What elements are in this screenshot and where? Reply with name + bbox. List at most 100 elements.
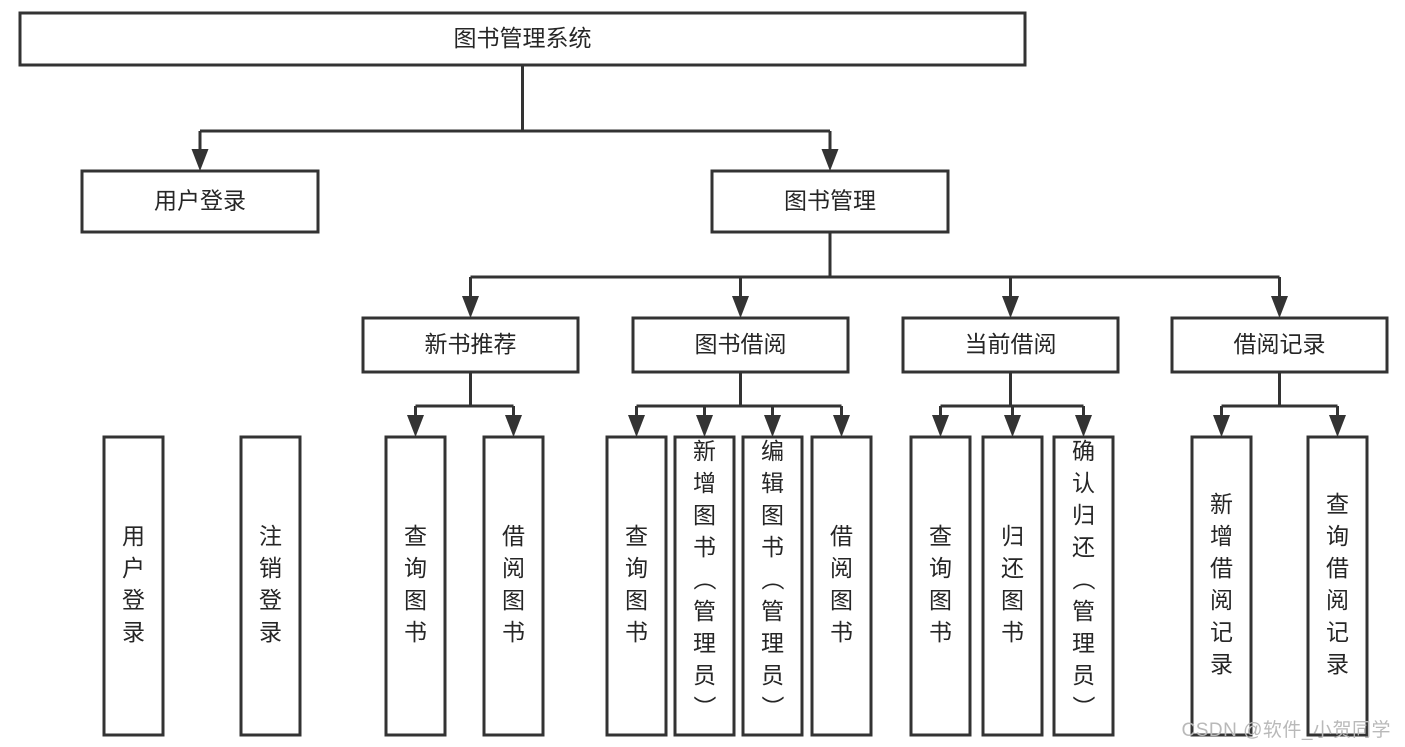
node-book-manage[interactable]: 图书管理 [710, 169, 950, 234]
node-label: 图书管理系统 [454, 25, 592, 51]
node-label: 图书管理 [784, 188, 876, 214]
node-label-char: ） [692, 696, 718, 719]
node-label-char: 借 [1210, 555, 1233, 581]
node-label-char: 书 [830, 619, 853, 645]
node-label-char: 询 [929, 555, 952, 581]
node-label-char: 记 [1210, 619, 1233, 645]
node-label-char: 员 [693, 662, 716, 688]
node-label-char: 询 [1326, 523, 1349, 549]
node-label-char: 确 [1072, 438, 1095, 464]
node-label-char: 阅 [502, 555, 525, 581]
node-label-char: 增 [693, 470, 716, 496]
node-label-char: 图 [830, 587, 853, 613]
node-label-char: （ [692, 568, 718, 591]
node-label-char: 图 [929, 587, 952, 613]
node-label-char: 增 [1210, 523, 1233, 549]
node-label-char: 书 [625, 619, 648, 645]
node-label-char: 登 [259, 587, 282, 613]
node-label-char: 归 [1072, 502, 1095, 528]
node-label-char: 查 [404, 523, 427, 549]
node-label-char: 录 [1326, 651, 1349, 677]
node-label-char: 图 [1001, 587, 1024, 613]
node-label-char: 书 [761, 534, 784, 560]
node-label-char: 户 [122, 555, 145, 581]
node-label-char: 图 [693, 502, 716, 528]
node-label: 图书借阅 [695, 331, 787, 357]
node-label-char: 还 [1001, 555, 1024, 581]
node-label-char: 图 [761, 502, 784, 528]
node-leaf-user-login[interactable]: 用户登录 [102, 435, 165, 737]
node-label-char: 用 [122, 523, 145, 549]
node-label-char: 员 [1072, 662, 1095, 688]
connector-borrow-record [1213, 372, 1346, 437]
node-label-char: 借 [1326, 555, 1349, 581]
node-label-char: 登 [122, 587, 145, 613]
node-label-char: 图 [404, 587, 427, 613]
node-user-login[interactable]: 用户登录 [80, 169, 320, 234]
node-label-char: 查 [929, 523, 952, 549]
node-label-char: （ [1071, 568, 1097, 591]
node-label-char: 编 [761, 438, 784, 464]
node-label-char: 阅 [1326, 587, 1349, 613]
node-label: 用户登录 [154, 188, 246, 214]
node-label: 借阅记录 [1234, 331, 1326, 357]
connector-layer [191, 65, 1346, 437]
node-label-char: 理 [1072, 630, 1095, 656]
node-label-char: 借 [502, 523, 525, 549]
node-label-char: 管 [693, 598, 716, 624]
node-label-char: 注 [259, 523, 282, 549]
node-label-char: 理 [693, 630, 716, 656]
node-label: 当前借阅 [965, 331, 1057, 357]
node-label-char: 询 [404, 555, 427, 581]
node-label-char: ） [1071, 696, 1097, 719]
node-label-char: 图 [625, 587, 648, 613]
node-label-char: 阅 [1210, 587, 1233, 613]
node-label-char: ） [760, 696, 786, 719]
node-label-char: 查 [625, 523, 648, 549]
node-label-char: 新 [693, 438, 716, 464]
connector-new-book-rec [407, 372, 522, 437]
node-label-char: （ [760, 568, 786, 591]
node-label-char: 书 [404, 619, 427, 645]
connector-current-borrow [932, 372, 1092, 437]
node-new-book-rec[interactable]: 新书推荐 [361, 316, 580, 374]
node-root[interactable]: 图书管理系统 [18, 11, 1027, 67]
node-label-char: 员 [761, 662, 784, 688]
node-layer: 图书管理系统用户登录图书管理新书推荐图书借阅当前借阅借阅记录用户登录注销登录查询… [18, 11, 1389, 737]
node-borrow-record[interactable]: 借阅记录 [1170, 316, 1389, 374]
node-label-char: 销 [259, 555, 282, 581]
node-label-char: 图 [502, 587, 525, 613]
watermark: CSDN @软件_小贺同学 [1181, 720, 1391, 741]
node-label-char: 理 [761, 630, 784, 656]
node-label-char: 书 [1001, 619, 1024, 645]
node-label-char: 借 [830, 523, 853, 549]
node-label-char: 书 [502, 619, 525, 645]
node-label-char: 书 [929, 619, 952, 645]
node-label-char: 录 [259, 619, 282, 645]
node-label-char: 认 [1072, 470, 1095, 496]
node-label: 新书推荐 [425, 331, 517, 357]
connector-book-borrow [628, 372, 850, 437]
node-current-borrow[interactable]: 当前借阅 [901, 316, 1120, 374]
node-label-char: 书 [693, 534, 716, 560]
node-label-char: 录 [1210, 651, 1233, 677]
node-label-char: 查 [1326, 491, 1349, 517]
node-label-char: 还 [1072, 534, 1095, 560]
connector-root [191, 65, 839, 171]
node-book-borrow[interactable]: 图书借阅 [631, 316, 850, 374]
connector-book-manage [462, 232, 1288, 318]
